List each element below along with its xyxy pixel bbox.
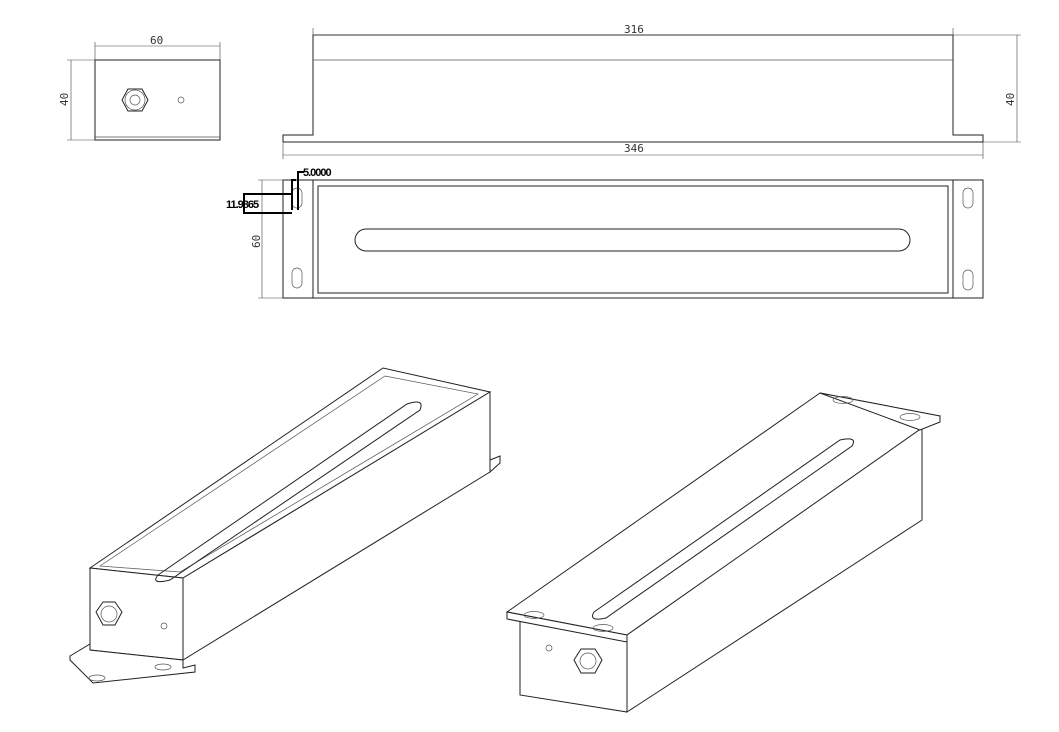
mounting-hole-icon — [899, 413, 921, 421]
side-view: 316 346 40 — [282, 23, 1021, 159]
top-width-dimension: 60 — [250, 235, 263, 248]
cable-gland-icon — [573, 648, 603, 674]
top-view: 60 5.0000 11.9865 — [226, 167, 984, 299]
front-face — [94, 59, 221, 141]
light-slot — [155, 401, 422, 583]
mounting-hole-icon — [592, 624, 614, 632]
vent-icon — [177, 96, 185, 104]
isometric-view-right — [505, 392, 942, 713]
vent-icon — [545, 644, 553, 652]
annotation-5: 5.0000 — [303, 167, 332, 179]
mounting-hole-icon — [523, 611, 545, 619]
mounting-hole-icon — [832, 396, 854, 404]
mounting-hole-icon — [962, 187, 974, 209]
vent-icon — [160, 622, 168, 630]
front-height-dimension: 40 — [58, 93, 71, 106]
mounting-hole-icon — [291, 267, 303, 289]
flange-length-dimension: 346 — [624, 142, 644, 155]
light-slot — [354, 228, 911, 252]
mounting-hole-icon — [962, 269, 974, 291]
body-length-dimension: 316 — [624, 23, 644, 36]
front-view: 60 40 — [58, 34, 221, 141]
annotation-11-9865: 11.9865 — [226, 199, 259, 211]
isometric-view-left — [69, 367, 501, 684]
cable-gland-icon — [95, 601, 123, 626]
front-width-dimension: 60 — [150, 34, 163, 47]
cable-gland-icon — [121, 88, 149, 112]
light-slot — [592, 438, 854, 620]
side-height-dimension: 40 — [1004, 93, 1017, 106]
